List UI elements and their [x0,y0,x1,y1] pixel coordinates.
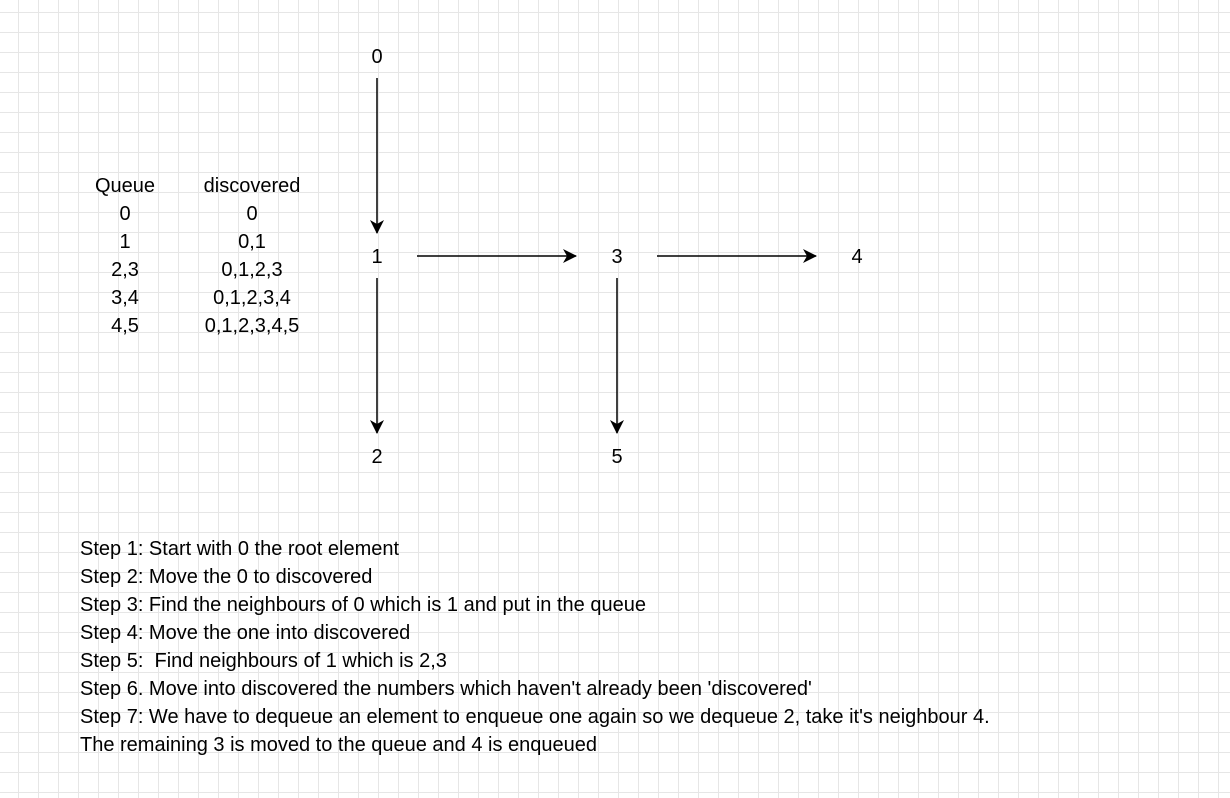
queue-header: Queue [94,175,156,197]
discovered-header: discovered [203,175,301,197]
node-5: 5 [611,446,622,468]
queue-cell: 4,5 [111,315,139,337]
node-2: 2 [371,446,382,468]
discovered-column: discovered 0 0,1 0,1,2,3 0,1,2,3,4 0,1,2… [182,172,322,340]
step-line: Step 1: Start with 0 the root element [80,538,400,560]
node-3: 3 [611,246,622,268]
discovered-cell: 0,1,2,3 [221,259,283,281]
steps-text: Step 1: Start with 0 the root element St… [80,535,990,759]
queue-column: Queue 0 1 2,3 3,4 4,5 [70,172,180,340]
step-line: Step 4: Move the one into discovered [80,622,411,644]
queue-cell: 0 [119,203,131,225]
discovered-cell: 0 [246,203,258,225]
discovered-cell: 0,1 [238,231,266,253]
node-0: 0 [371,46,382,68]
step-line: Step 5: Find neighbours of 1 which is 2,… [80,650,447,672]
discovered-cell: 0,1,2,3,4 [213,287,291,309]
discovered-cell: 0,1,2,3,4,5 [204,315,300,337]
step-line: Step 3: Find the neighbours of 0 which i… [80,594,646,616]
node-4: 4 [851,246,862,268]
step-line: Step 6. Move into discovered the numbers… [80,678,812,700]
step-line: The remaining 3 is moved to the queue an… [80,734,598,756]
node-1: 1 [371,246,382,268]
step-line: Step 7: We have to dequeue an element to… [80,706,990,728]
queue-cell: 1 [119,231,131,253]
queue-cell: 3,4 [111,287,139,309]
step-line: Step 2: Move the 0 to discovered [80,566,373,588]
queue-cell: 2,3 [111,259,139,281]
